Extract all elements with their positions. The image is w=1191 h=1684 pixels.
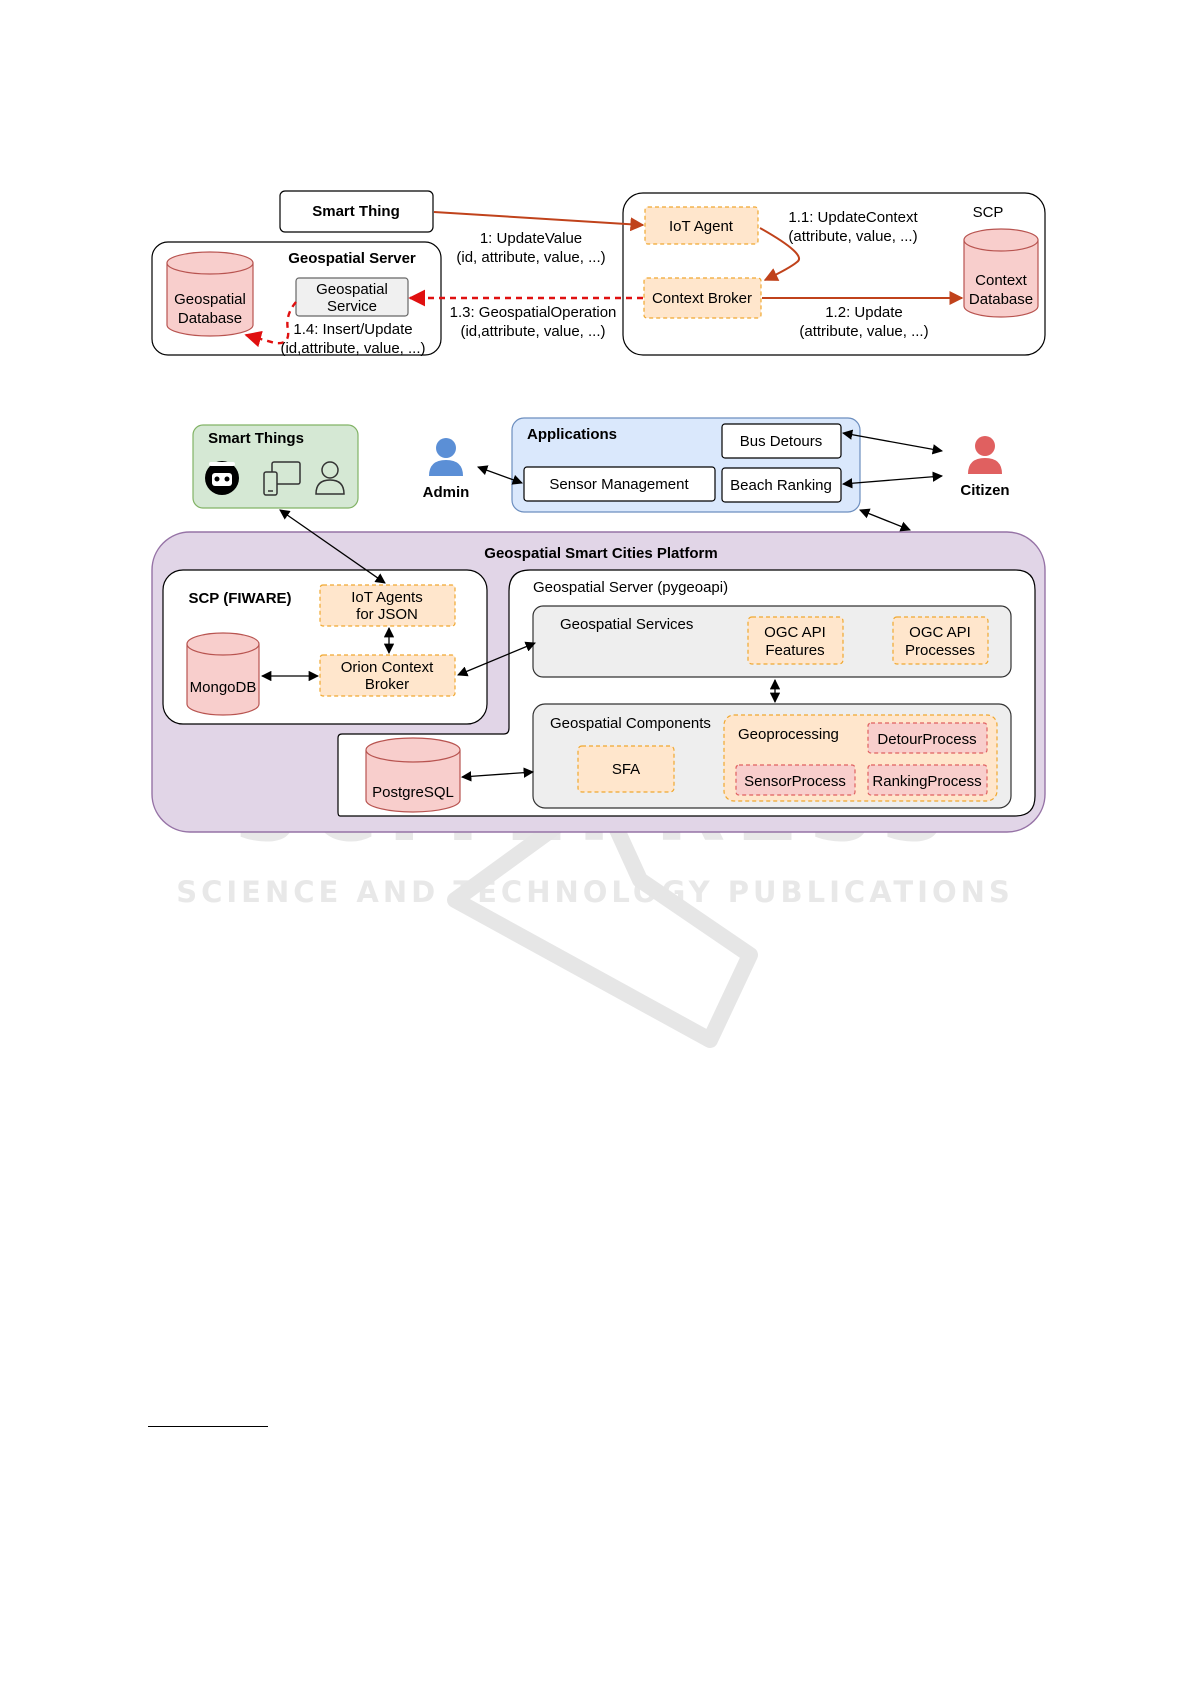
edge-update-value: [433, 211, 645, 232]
svg-text:Sensor Management: Sensor Management: [549, 476, 689, 493]
iot-agents-json-box: [319, 584, 456, 627]
citizen-person-icon: [968, 436, 1002, 474]
svg-text:RankingProcess: RankingProcess: [872, 773, 981, 790]
svg-text:Geospatial: Geospatial: [174, 291, 246, 308]
geoprocessing-title: Geoprocessing: [738, 726, 839, 743]
geospatial-components-title: Geospatial Components: [550, 715, 711, 732]
mongodb-database: MongoDB: [186, 632, 260, 716]
svg-text:Bus Detours: Bus Detours: [740, 433, 823, 450]
edge-update-context: [759, 227, 800, 281]
sensor-process-box: [735, 764, 856, 796]
sensor-management-box: [523, 466, 716, 502]
postgresql-database: PostgreSQL: [365, 737, 461, 813]
label-insert-update-2: (id,attribute, value, ...): [280, 340, 425, 357]
edge-insert-update: [244, 301, 297, 348]
scp-title: SCP: [973, 204, 1004, 221]
svg-text:Context: Context: [975, 272, 1028, 289]
context-database: Context Database: [963, 228, 1039, 318]
label-update-context-1: 1.1: UpdateContext: [788, 209, 918, 226]
geospatial-server-pygeoapi-title: Geospatial Server (pygeoapi): [533, 579, 728, 596]
watermark-subtitle: SCIENCE AND TECHNOLOGY PUBLICATIONS: [176, 875, 1014, 909]
orion-context-broker-box: [319, 654, 456, 697]
citizen-label: Citizen: [960, 482, 1009, 499]
devices-icon: [263, 461, 301, 496]
svg-text:Database: Database: [969, 291, 1033, 308]
svg-text:Broker: Broker: [365, 676, 409, 693]
svg-text:PostgreSQL: PostgreSQL: [372, 784, 454, 801]
scp-fiware-title: SCP (FIWARE): [188, 590, 291, 607]
smart-thing-box: [279, 190, 434, 233]
svg-text:OGC API: OGC API: [909, 624, 971, 641]
svg-text:Orion Context: Orion Context: [341, 659, 434, 676]
label-insert-update-1: 1.4: Insert/Update: [293, 321, 412, 338]
svg-text:Database: Database: [178, 310, 242, 327]
label-geospatial-operation-2: (id,attribute, value, ...): [460, 323, 605, 340]
context-broker-box: [643, 277, 762, 319]
platform-title: Geospatial Smart Cities Platform: [484, 545, 717, 562]
svg-text:Processes: Processes: [905, 642, 975, 659]
label-geospatial-operation-1: 1.3: GeospatialOperation: [450, 304, 617, 321]
svg-text:Geospatial: Geospatial: [316, 281, 388, 298]
beach-ranking-box: [721, 467, 842, 503]
iot-agent-box: [644, 206, 759, 245]
iot-agent-label: IoT Agent: [669, 218, 734, 235]
svg-text:DetourProcess: DetourProcess: [877, 731, 976, 748]
svg-text:Service: Service: [327, 298, 377, 315]
svg-text:IoT Agents: IoT Agents: [351, 589, 422, 606]
context-broker-label: Context Broker: [652, 290, 752, 307]
label-update-context-2: (attribute, value, ...): [788, 228, 917, 245]
bus-detours-box: [721, 423, 842, 459]
ogc-api-features-box: [747, 616, 844, 665]
geospatial-database: Geospatial Database: [166, 251, 254, 337]
robot-icon: [205, 461, 239, 495]
svg-text:OGC API: OGC API: [764, 624, 826, 641]
ogc-api-processes-box: [892, 616, 989, 665]
sfa-box: [577, 745, 675, 793]
user-outline-icon: [315, 461, 345, 495]
detour-process-box: [867, 722, 988, 754]
label-update-value-2: (id, attribute, value, ...): [456, 249, 605, 266]
svg-text:SensorProcess: SensorProcess: [744, 773, 846, 790]
footnote-separator: [148, 1426, 268, 1427]
geospatial-services-title: Geospatial Services: [560, 616, 693, 633]
svg-text:Features: Features: [765, 642, 824, 659]
smart-thing-label: Smart Thing: [312, 203, 400, 220]
admin-person-icon: [429, 438, 463, 476]
geospatial-service-box: [295, 277, 409, 317]
admin-label: Admin: [423, 484, 470, 501]
svg-text:Beach Ranking: Beach Ranking: [730, 477, 832, 494]
smart-things-title: Smart Things: [208, 430, 304, 447]
svg-text:MongoDB: MongoDB: [190, 679, 257, 696]
svg-text:SFA: SFA: [612, 761, 640, 778]
applications-title: Applications: [527, 426, 617, 443]
architecture: Geospatial Smart Cities Platform SCP (FI…: [151, 417, 1046, 833]
sequence-diagram: Smart Thing Geospatial Server Geospatial…: [151, 190, 1046, 357]
label-update-2: (attribute, value, ...): [799, 323, 928, 340]
ranking-process-box: [867, 764, 988, 796]
connectors: [260, 429, 944, 782]
geospatial-server-title: Geospatial Server: [288, 250, 416, 267]
label-update-1: 1.2: Update: [825, 304, 903, 321]
label-update-value-1: 1: UpdateValue: [480, 230, 582, 247]
svg-text:for JSON: for JSON: [356, 606, 418, 623]
